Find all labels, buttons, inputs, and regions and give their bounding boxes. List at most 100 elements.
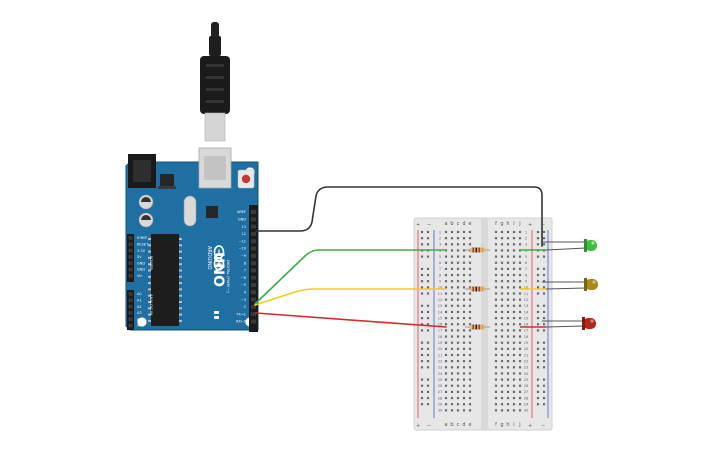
usb-cable[interactable] (200, 22, 230, 142)
rail-hole[interactable] (542, 403, 546, 406)
breadboard-hole[interactable] (518, 409, 522, 412)
breadboard-hole[interactable] (456, 372, 460, 375)
breadboard-hole[interactable] (444, 341, 448, 344)
rail-hole[interactable] (536, 323, 540, 326)
breadboard-hole[interactable] (450, 329, 454, 332)
digital-pin-socket[interactable] (251, 217, 256, 222)
breadboard-hole[interactable] (468, 335, 472, 338)
breadboard-hole[interactable] (512, 230, 516, 234)
breadboard-hole[interactable] (462, 353, 466, 357)
rail-hole[interactable] (536, 329, 540, 332)
breadboard-hole[interactable] (500, 390, 504, 393)
breadboard-hole[interactable] (512, 372, 516, 375)
breadboard-hole[interactable] (500, 273, 504, 277)
breadboard-hole[interactable] (468, 329, 472, 332)
breadboard-hole[interactable] (444, 323, 448, 326)
breadboard-hole[interactable] (494, 267, 498, 270)
digital-pin-socket[interactable] (251, 304, 256, 309)
breadboard-hole[interactable] (494, 280, 498, 283)
breadboard-hole[interactable] (468, 409, 472, 412)
breadboard-hole[interactable] (518, 317, 522, 320)
rail-hole[interactable] (542, 329, 546, 332)
rail-hole[interactable] (426, 384, 430, 387)
resistor-green-line[interactable] (465, 247, 490, 253)
breadboard-hole[interactable] (456, 353, 460, 357)
breadboard-hole[interactable] (462, 267, 466, 270)
breadboard-hole[interactable] (494, 366, 498, 369)
analog-pin-socket[interactable] (128, 317, 133, 321)
rail-hole[interactable] (536, 310, 540, 314)
breadboard-hole[interactable] (506, 372, 510, 375)
rail-hole[interactable] (542, 366, 546, 369)
breadboard-hole[interactable] (494, 317, 498, 320)
rail-hole[interactable] (542, 353, 546, 357)
wires[interactable] (254, 186, 587, 328)
rail-hole[interactable] (426, 304, 430, 307)
breadboard-hole[interactable] (506, 396, 510, 400)
breadboard-hole[interactable] (450, 317, 454, 320)
breadboard-hole[interactable] (450, 249, 454, 252)
breadboard-hole[interactable] (494, 360, 498, 363)
breadboard-hole[interactable] (494, 304, 498, 307)
rail-hole[interactable] (542, 280, 546, 283)
breadboard-hole[interactable] (512, 298, 516, 301)
rail-hole[interactable] (420, 280, 424, 283)
rail-hole[interactable] (542, 341, 546, 344)
analog-pin-socket[interactable] (128, 298, 133, 303)
breadboard-hole[interactable] (518, 230, 522, 234)
rail-hole[interactable] (420, 310, 424, 314)
breadboard-hole[interactable] (450, 304, 454, 307)
breadboard-hole[interactable] (444, 329, 448, 332)
power-pin-socket[interactable] (128, 236, 133, 240)
breadboard-hole[interactable] (450, 360, 454, 363)
breadboard-hole[interactable] (506, 323, 510, 326)
rail-hole[interactable] (426, 273, 430, 277)
breadboard-hole[interactable] (512, 243, 516, 246)
resistors[interactable] (465, 247, 490, 330)
power-pin-socket[interactable] (128, 261, 133, 265)
rail-hole[interactable] (536, 243, 540, 246)
rail-hole[interactable] (426, 280, 430, 283)
breadboard-hole[interactable] (444, 237, 448, 240)
rail-hole[interactable] (426, 255, 430, 258)
breadboard-hole[interactable] (500, 292, 504, 295)
digital-pin-socket[interactable] (251, 224, 256, 229)
breadboard-hole[interactable] (468, 237, 472, 240)
breadboard-hole[interactable] (456, 366, 460, 369)
breadboard-hole[interactable] (494, 249, 498, 252)
breadboard-hole[interactable] (456, 323, 460, 326)
rail-hole[interactable] (420, 384, 424, 387)
breadboard-hole[interactable] (512, 403, 516, 406)
breadboard-hole[interactable] (450, 335, 454, 338)
breadboard-hole[interactable] (462, 390, 466, 393)
rail-hole[interactable] (420, 360, 424, 363)
breadboard-hole[interactable] (456, 341, 460, 344)
breadboard-hole[interactable] (494, 237, 498, 240)
breadboard-hole[interactable] (518, 403, 522, 406)
breadboard-hole[interactable] (444, 372, 448, 375)
breadboard-hole[interactable] (450, 243, 454, 246)
rail-hole[interactable] (420, 390, 424, 393)
breadboard-hole[interactable] (518, 378, 522, 381)
breadboard-hole[interactable] (450, 237, 454, 240)
rail-hole[interactable] (536, 366, 540, 369)
breadboard-hole[interactable] (450, 409, 454, 412)
breadboard-hole[interactable] (506, 255, 510, 258)
rail-hole[interactable] (542, 304, 546, 307)
breadboard-hole[interactable] (456, 292, 460, 295)
breadboard-hole[interactable] (468, 304, 472, 307)
breadboard-hole[interactable] (500, 261, 504, 264)
rail-hole[interactable] (420, 329, 424, 332)
breadboard-hole[interactable] (462, 403, 466, 406)
breadboard-hole[interactable] (506, 409, 510, 412)
breadboard-hole[interactable] (456, 317, 460, 320)
breadboard-hole[interactable] (462, 329, 466, 332)
rail-hole[interactable] (542, 317, 546, 320)
rail-hole[interactable] (420, 267, 424, 270)
rail-hole[interactable] (420, 230, 424, 234)
rail-hole[interactable] (420, 403, 424, 406)
green-signal-wire[interactable] (254, 249, 447, 305)
breadboard-hole[interactable] (444, 335, 448, 338)
rail-hole[interactable] (420, 255, 424, 258)
breadboard-hole[interactable] (518, 335, 522, 338)
